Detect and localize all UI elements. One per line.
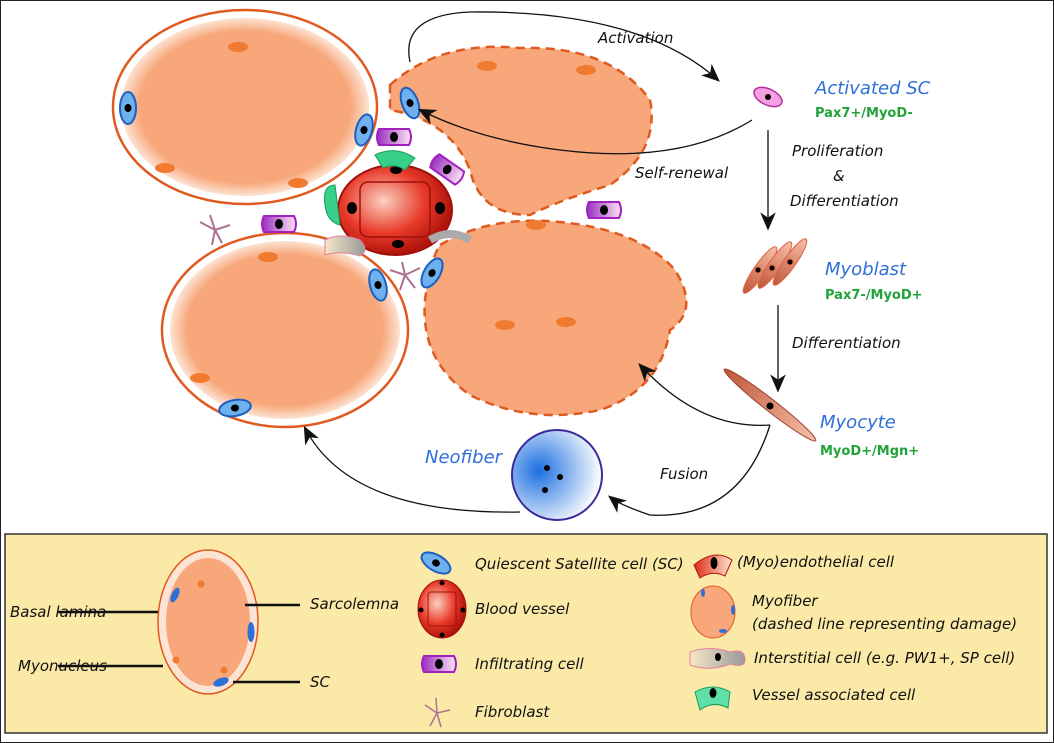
legend-fiber-illustration bbox=[58, 549, 300, 695]
legend-endothelial: (Myo)endothelial cell bbox=[737, 553, 895, 571]
activation-label: Activation bbox=[597, 29, 673, 47]
neofiber-label: Neofiber bbox=[425, 447, 504, 468]
myofiber-bottom-left bbox=[160, 231, 410, 429]
activated-sc-markers: Pax7+/MyoD- bbox=[815, 106, 913, 121]
legend-quiescent-sc: Quiescent Satellite cell (SC) bbox=[475, 555, 684, 573]
myoblast-cells bbox=[742, 238, 808, 294]
activated-sc-label: Activated SC bbox=[814, 78, 931, 99]
myoblast-markers: Pax7-/MyoD+ bbox=[825, 288, 923, 303]
fusion-label: Fusion bbox=[660, 465, 708, 483]
myocyte-label: Myocyte bbox=[820, 412, 896, 433]
legend-myofiber: Myofiber bbox=[752, 592, 818, 610]
myonucleus-label: Myonucleus bbox=[18, 657, 107, 675]
legend: Basal lamina Sarcolemna Myonucleus SC Qu… bbox=[4, 533, 1048, 734]
legend-interstitial: Interstitial cell (e.g. PW1+, SP cell) bbox=[754, 649, 1015, 667]
quiescent-sc bbox=[119, 91, 137, 125]
neofiber-cell bbox=[511, 429, 603, 521]
myoblast-label: Myoblast bbox=[825, 259, 907, 280]
proliferation-label: Proliferation bbox=[792, 142, 883, 160]
self-renewal-arrow bbox=[417, 108, 753, 155]
activated-sc-cell bbox=[753, 86, 783, 108]
process-arrows bbox=[303, 11, 786, 516]
ampersand-label: & bbox=[833, 167, 845, 185]
fibroblast-legend-icon bbox=[424, 697, 451, 728]
fusion-arrow bbox=[607, 424, 771, 516]
legend-vessel-associated: Vessel associated cell bbox=[752, 686, 916, 704]
damaged-myofiber-bottom bbox=[416, 219, 688, 417]
self-renewal-label: Self-renewal bbox=[635, 164, 729, 182]
differentiation-label-2: Differentiation bbox=[792, 334, 901, 352]
legend-blood-vessel: Blood vessel bbox=[475, 600, 570, 618]
myofiber-top-left bbox=[111, 8, 379, 206]
legend-fibroblast: Fibroblast bbox=[475, 703, 550, 721]
sc-label: SC bbox=[310, 673, 331, 691]
myofiber-legend-icon bbox=[690, 585, 736, 639]
myocyte-markers: MyoD+/Mgn+ bbox=[820, 444, 919, 459]
legend-myofiber-note: (dashed line representing damage) bbox=[752, 615, 1017, 633]
neofiber-to-fiber-arrow bbox=[303, 425, 521, 513]
damaged-myofiber-top bbox=[388, 45, 653, 217]
vessel-associated-cell-icon bbox=[694, 686, 731, 711]
basal-lamina-label: Basal lamina bbox=[10, 603, 106, 621]
endothelial-cell-icon bbox=[693, 554, 733, 579]
blood-vessel-icon bbox=[417, 579, 467, 639]
infiltrating-cell-icon bbox=[421, 655, 457, 673]
interstitial-cell-icon bbox=[689, 648, 746, 669]
activation-arrow bbox=[408, 11, 720, 82]
differentiation-label-1: Differentiation bbox=[790, 192, 899, 210]
myocyte-cell bbox=[723, 368, 817, 442]
sarcolemma-label: Sarcolemna bbox=[310, 595, 399, 613]
blood-vessel bbox=[261, 128, 622, 257]
fibroblast-icon bbox=[199, 214, 421, 291]
myocyte-to-damaged-arrow bbox=[638, 363, 771, 427]
legend-infiltrating: Infiltrating cell bbox=[475, 655, 585, 673]
